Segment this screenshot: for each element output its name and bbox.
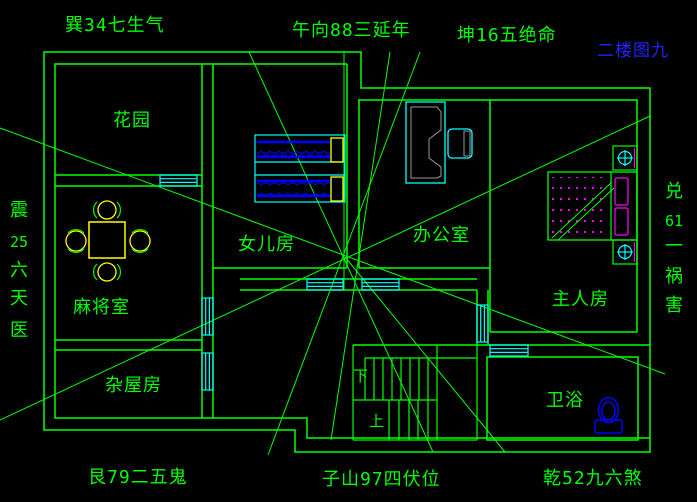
room-label-mahjong: 麻将室 xyxy=(73,297,130,318)
sector-line xyxy=(248,51,434,453)
right-vertical-char: 61 xyxy=(665,212,683,230)
staircase xyxy=(352,345,478,441)
chair-armrest-arcs xyxy=(67,201,149,281)
sector-line xyxy=(330,51,391,441)
sliding-door-icon xyxy=(201,297,214,336)
right-vertical-char: 兑 xyxy=(665,181,683,202)
window-stripes-icon xyxy=(306,278,344,291)
interior-wall-face xyxy=(54,63,650,439)
right-vertical-char: 祸 xyxy=(665,266,683,287)
room-label-garden: 花园 xyxy=(113,110,151,131)
stairs-up-label: 上 xyxy=(369,412,385,430)
fengshui-label-bottom-center: 子山97四伏位 xyxy=(322,469,441,490)
bed-1 xyxy=(257,137,344,163)
window-stripes-icon xyxy=(159,174,198,187)
window-stripes-icon xyxy=(489,344,529,357)
office-desk-set xyxy=(405,101,473,184)
window-stripes-icon xyxy=(361,278,400,291)
left-vertical-char: 六 xyxy=(10,260,28,281)
master-bed-set xyxy=(547,145,638,265)
openings xyxy=(159,174,529,391)
office-chair xyxy=(447,128,473,159)
mattress-dots xyxy=(552,177,608,235)
desk xyxy=(405,101,446,184)
left-vertical-char: 天 xyxy=(10,288,28,309)
double-bed xyxy=(547,171,638,241)
bathroom-wall xyxy=(486,356,639,441)
room-label-storage: 杂屋房 xyxy=(105,375,162,396)
mahjong-table xyxy=(88,221,126,259)
sliding-door-icon xyxy=(201,352,214,391)
mahjong-table-set xyxy=(65,200,151,282)
twin-beds xyxy=(254,134,346,203)
sliding-door-icon xyxy=(476,304,489,343)
room-label-office: 办公室 xyxy=(413,225,470,246)
nightstand xyxy=(612,239,638,265)
fengshui-label-left-vertical: 震 25 六 天 医 xyxy=(10,200,28,341)
pillow xyxy=(330,137,344,163)
fengshui-label-top-right: 坤16五绝命 xyxy=(457,25,557,46)
room-label-bathroom: 卫浴 xyxy=(546,390,584,411)
bed-2 xyxy=(257,176,344,202)
fengshui-label-right-vertical: 兑 61 一 祸 害 xyxy=(665,181,683,316)
exterior-wall xyxy=(43,51,651,453)
pillow xyxy=(330,176,344,202)
fengshui-label-top-center: 午向88三延年 xyxy=(292,20,411,41)
fengshui-label-bottom-left: 艮79二五鬼 xyxy=(88,467,188,488)
sector-line xyxy=(0,127,666,375)
right-vertical-char: 一 xyxy=(665,236,683,257)
stairs-down-label: 下 xyxy=(353,367,369,385)
fengshui-label-bottom-right: 乾52九六煞 xyxy=(543,468,643,489)
room-label-master: 主人房 xyxy=(552,289,609,310)
desk-top xyxy=(410,106,442,179)
sheet-title: 二楼图九 xyxy=(597,41,669,61)
right-vertical-char: 害 xyxy=(665,295,683,316)
mahjong-chairs xyxy=(65,200,151,282)
fengshui-label-top-left: 巽34七生气 xyxy=(65,15,165,36)
stair-treads-upper xyxy=(364,358,429,400)
nightstand xyxy=(612,145,638,171)
stair-treads-lower xyxy=(388,400,429,440)
left-vertical-char: 震 xyxy=(10,200,28,221)
left-vertical-char: 医 xyxy=(10,320,28,341)
toilet-icon xyxy=(594,396,623,434)
pillow xyxy=(614,207,629,236)
left-vertical-char: 25 xyxy=(10,233,28,251)
pillow xyxy=(614,177,629,206)
fengshui-sector-lines xyxy=(0,51,666,456)
room-label-daughter-room: 女儿房 xyxy=(238,234,295,255)
